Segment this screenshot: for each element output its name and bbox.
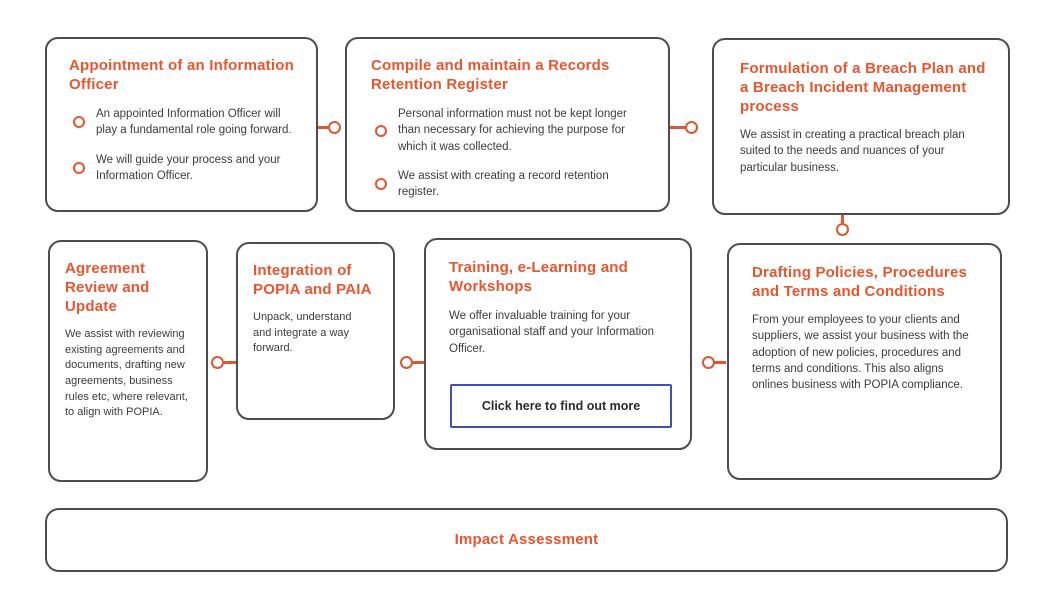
list-item: We will guide your process and your Info… (73, 152, 298, 185)
card-body-text: We assist with reviewing existing agreem… (65, 328, 188, 419)
card-integration-popia-paia: Integration of POPIA and PAIA Unpack, un… (236, 242, 395, 420)
card-drafting-policies-terms: Drafting Policies, Procedures and Terms … (727, 243, 1002, 480)
connector-circle-icon (400, 356, 413, 369)
list-item: We assist with creating a record retenti… (375, 168, 650, 201)
bullet-text: Personal information must not be kept lo… (398, 108, 627, 153)
bullet-list: An appointed Information Officer will pl… (73, 106, 298, 184)
card-title: Drafting Policies, Procedures and Terms … (752, 264, 968, 301)
connector-integration-to-training-icon (400, 356, 424, 369)
card-agreement-review-update: Agreement Review and Update We assist wi… (48, 240, 208, 482)
connector-line (715, 361, 726, 364)
card-title: Appointment of an Information Officer (69, 57, 294, 94)
card-body-text: We assist in creating a practical breach… (740, 129, 965, 174)
card-title: Training, e-Learning and Workshops (449, 259, 628, 296)
connector-appointment-to-records-icon (318, 121, 341, 134)
list-item: An appointed Information Officer will pl… (73, 106, 298, 139)
bullet-list: Personal information must not be kept lo… (375, 106, 650, 201)
card-body-text: We offer invaluable training for your or… (449, 310, 654, 355)
connector-records-to-breach-icon (670, 121, 698, 134)
connector-line (224, 361, 236, 364)
card-title: Integration of POPIA and PAIA (253, 262, 372, 299)
card-title: Formulation of a Breach Plan and a Breac… (740, 60, 986, 116)
bullet-circle-icon (375, 124, 387, 137)
card-breach-plan: Formulation of a Breach Plan and a Breac… (712, 38, 1010, 215)
list-item: Personal information must not be kept lo… (375, 106, 650, 155)
bullet-circle-icon (73, 116, 85, 129)
bullet-circle-icon (375, 178, 387, 191)
card-body-text: From your employees to your clients and … (752, 314, 969, 392)
connector-training-to-drafting-icon (702, 356, 726, 369)
connector-line (841, 215, 844, 223)
bullet-text: An appointed Information Officer will pl… (96, 108, 292, 137)
connector-line (670, 126, 685, 129)
connector-breach-to-drafting-icon (836, 215, 849, 236)
connector-line (413, 361, 424, 364)
connector-circle-icon (211, 356, 224, 369)
card-appointment-information-officer: Appointment of an Information Officer An… (45, 37, 318, 212)
card-body-text: Unpack, understand and integrate a way f… (253, 311, 352, 355)
connector-agreement-to-integration-icon (211, 356, 236, 369)
connector-circle-icon (685, 121, 698, 134)
card-title: Impact Assessment (454, 531, 599, 549)
card-records-retention-register: Compile and maintain a Records Retention… (345, 37, 670, 212)
card-title: Agreement Review and Update (65, 260, 150, 316)
card-training-elearning-workshops: Training, e-Learning and Workshops We of… (424, 238, 692, 450)
card-impact-assessment: Impact Assessment (45, 508, 1008, 572)
connector-line (318, 126, 328, 129)
bullet-text: We will guide your process and your Info… (96, 153, 281, 183)
connector-circle-icon (328, 121, 341, 134)
card-title: Compile and maintain a Records Retention… (371, 57, 610, 94)
bullet-circle-icon (73, 162, 85, 175)
bullet-text: We assist with creating a record retenti… (398, 170, 609, 199)
find-out-more-button[interactable]: Click here to find out more (450, 384, 672, 428)
connector-circle-icon (702, 356, 715, 369)
connector-circle-icon (836, 223, 849, 236)
